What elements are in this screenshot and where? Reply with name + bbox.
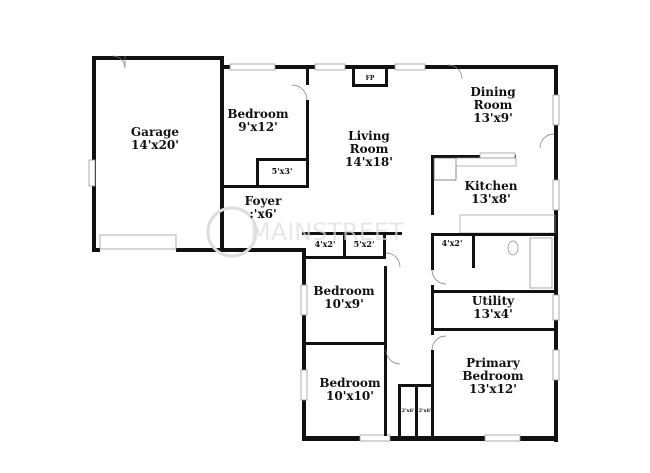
closet-label: 4'x2' xyxy=(315,239,336,249)
svg-text:13'x8': 13'x8' xyxy=(471,192,511,206)
room-bedroom-1: Bedroom 9'x12' xyxy=(227,107,288,134)
room-utility: Utility 13'x4' xyxy=(472,294,515,321)
room-garage: Garage 14'x20' xyxy=(131,125,180,152)
watermark: MAINSTREET xyxy=(206,206,404,258)
watermark-text: MAINSTREET xyxy=(250,218,404,246)
svg-text:Primary: Primary xyxy=(466,356,521,370)
room-living: Living Room 14'x18' xyxy=(345,129,393,169)
svg-text:9'x12': 9'x12' xyxy=(238,120,278,134)
room-primary-bedroom: Primary Bedroom 13'x12' xyxy=(462,356,523,396)
svg-text:Garage: Garage xyxy=(131,125,180,139)
svg-text:10'x10': 10'x10' xyxy=(326,389,374,403)
svg-text:Dining: Dining xyxy=(470,85,516,99)
svg-text:Bedroom: Bedroom xyxy=(313,284,374,298)
svg-text:Bedroom: Bedroom xyxy=(319,376,380,390)
closet-label: 5'x3' xyxy=(272,166,293,176)
svg-text:14'x20': 14'x20' xyxy=(131,138,179,152)
svg-text:Foyer: Foyer xyxy=(245,194,282,208)
svg-text:Room: Room xyxy=(474,98,513,112)
closet-label: 5'x2' xyxy=(354,239,375,249)
room-bedroom-3: Bedroom 10'x10' xyxy=(319,376,380,403)
svg-text:Bedroom: Bedroom xyxy=(462,369,523,383)
svg-text:Utility: Utility xyxy=(472,294,515,308)
room-foyer: Foyer :'x6' xyxy=(245,194,282,221)
svg-text:13'x12': 13'x12' xyxy=(469,382,517,396)
closet-label: 2'x6' xyxy=(401,408,414,414)
svg-text:Room: Room xyxy=(350,142,389,156)
svg-text:10'x9': 10'x9' xyxy=(324,297,364,311)
fireplace-label: FP xyxy=(366,75,375,82)
svg-text:Kitchen: Kitchen xyxy=(465,179,518,193)
svg-text:13'x4': 13'x4' xyxy=(473,307,513,321)
room-kitchen: Kitchen 13'x8' xyxy=(465,179,518,206)
svg-text:Bedroom: Bedroom xyxy=(227,107,288,121)
closet-label: 2'x6' xyxy=(418,408,431,414)
walls xyxy=(88,55,560,442)
svg-text:14'x18': 14'x18' xyxy=(345,155,393,169)
room-dining: Dining Room 13'x9' xyxy=(470,85,516,125)
closet-label: 4'x2' xyxy=(442,238,463,248)
svg-text::'x6': :'x6' xyxy=(249,207,276,221)
svg-text:13'x9': 13'x9' xyxy=(473,111,513,125)
svg-text:Living: Living xyxy=(348,129,390,143)
room-bedroom-2: Bedroom 10'x9' xyxy=(313,284,374,311)
